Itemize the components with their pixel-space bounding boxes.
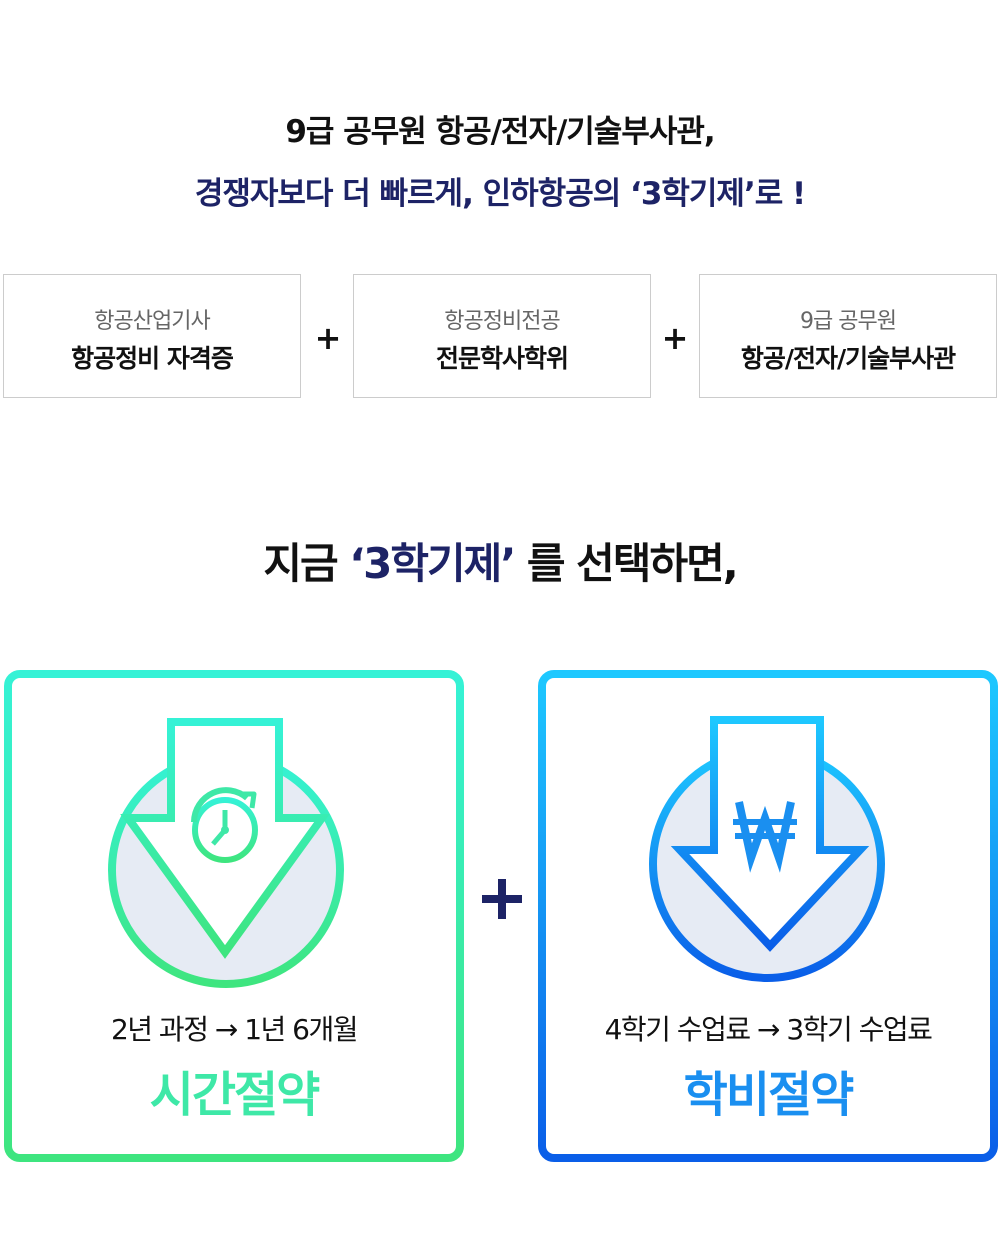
headline-line-2: 경쟁자보다 더 빠르게, 인하항공의 ‘3학기제’로 ! — [194, 176, 806, 212]
benefit-box-title: 항공정비 자격증 — [71, 344, 234, 373]
card-description: 2년 과정 → 1년 6개월 — [110, 1013, 359, 1046]
time-saving-graphic — [4, 670, 464, 1162]
plus-sign: + — [661, 319, 689, 357]
benefit-box-subtitle: 9급 공무원 — [800, 309, 897, 334]
clock-icon — [191, 787, 258, 863]
section-heading-highlight: ‘3학기제’ — [349, 539, 516, 588]
card-title: 학비절약 — [683, 1067, 855, 1123]
section-heading: 지금 ‘3학기제’ 를 선택하면, — [0, 530, 1000, 591]
section-heading-suffix: 를 선택하면, — [514, 539, 739, 588]
time-saving-card: 2년 과정 → 1년 6개월 시간절약 — [4, 670, 464, 1162]
card-description: 4학기 수업료 → 3학기 수업료 — [604, 1013, 933, 1046]
benefit-box-certificate: 항공산업기사 항공정비 자격증 — [3, 274, 301, 398]
benefit-box-title: 항공/전자/기술부사관 — [740, 344, 956, 373]
plus-icon — [482, 879, 522, 919]
won-icon — [733, 801, 797, 873]
tuition-saving-graphic — [538, 670, 998, 1162]
plus-sign: + — [314, 319, 342, 357]
benefit-box-subtitle: 항공산업기사 — [94, 309, 210, 334]
section-heading-prefix: 지금 — [263, 539, 350, 588]
card-title: 시간절약 — [149, 1067, 321, 1123]
benefit-box-title: 전문학사학위 — [435, 344, 569, 373]
headline-line-1: 9급 공무원 항공/전자/기술부사관, — [285, 114, 715, 150]
benefit-box-degree: 항공정비전공 전문학사학위 — [353, 274, 651, 398]
tuition-saving-card: 4학기 수업료 → 3학기 수업료 학비절약 — [538, 670, 998, 1162]
benefit-box-subtitle: 항공정비전공 — [444, 309, 560, 334]
benefit-box-civil-service: 9급 공무원 항공/전자/기술부사관 — [699, 274, 997, 398]
